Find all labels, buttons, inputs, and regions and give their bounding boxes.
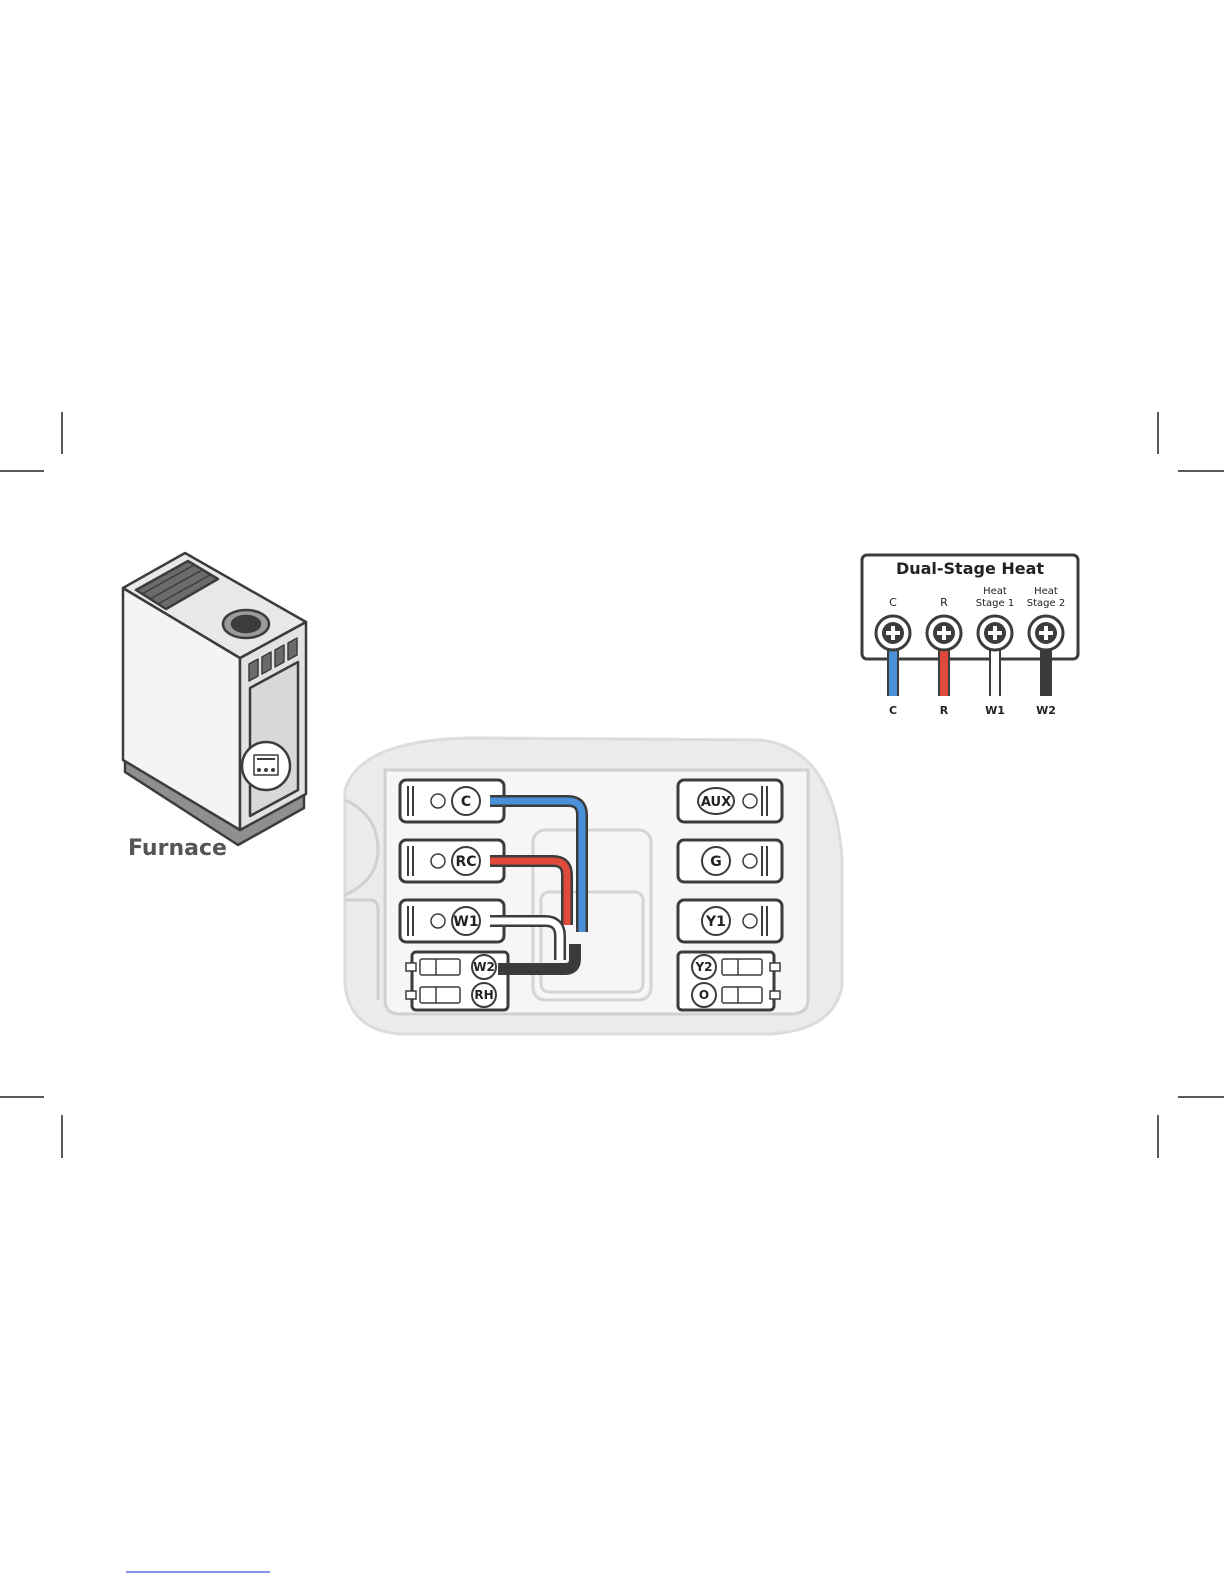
push-tab [406,963,416,971]
screw-slot [1044,626,1048,640]
terminal-label: RC [455,854,476,870]
push-slot [722,987,762,1003]
wire-hole [431,914,445,928]
panel-terminal-top-label: Heat [983,586,1007,597]
thermostat-small-terminal-block: Y2O [678,952,780,1010]
small-terminal-label: W2 [473,960,495,974]
push-tab [406,991,416,999]
push-slot [722,959,762,975]
thermostat-terminal: C [400,780,504,822]
small-terminal-label: Y2 [694,960,712,974]
wire-hole [743,914,757,928]
screw-slot [993,626,997,640]
panel-title: Dual-Stage Heat [896,559,1044,578]
thermostat-terminal: W1 [400,900,504,942]
push-slot [420,987,460,1003]
panel-terminal-top-label: Stage 1 [976,598,1014,609]
panel-terminal-top-label: Stage 2 [1027,598,1065,609]
wire-hole [431,854,445,868]
push-slot [420,959,460,975]
wire-hole [743,794,757,808]
thermostat-terminal: G [678,840,782,882]
panel-terminal-bottom-label: C [889,704,897,717]
panel-terminal-top-label: Heat [1034,586,1058,597]
push-tab [770,991,780,999]
screw-slot [942,626,946,640]
furnace-label: Furnace [128,836,227,861]
panel-terminal-bottom-label: W1 [985,704,1005,717]
terminal-label: AUX [701,795,731,810]
terminal-label: G [710,854,722,870]
panel-terminal-top-label: C [889,596,897,609]
screw-slot [891,626,895,640]
thermostat-terminal: AUX [678,780,782,822]
furnace-illustration [123,553,306,845]
thermostat-terminal: RC [400,840,504,882]
small-terminal-label: O [699,988,709,1002]
terminal-label: C [461,794,471,810]
wire-hole [431,794,445,808]
thermostat-terminal: Y1 [678,900,782,942]
panel-terminal-top-label: R [940,596,948,609]
wire-hole [743,854,757,868]
push-tab [770,963,780,971]
panel-terminal-bottom-label: W2 [1036,704,1056,717]
terminal-label: Y1 [705,914,726,930]
terminal-label: W1 [453,914,478,930]
panel-terminal-bottom-label: R [940,704,949,717]
small-terminal-label: RH [474,988,493,1002]
